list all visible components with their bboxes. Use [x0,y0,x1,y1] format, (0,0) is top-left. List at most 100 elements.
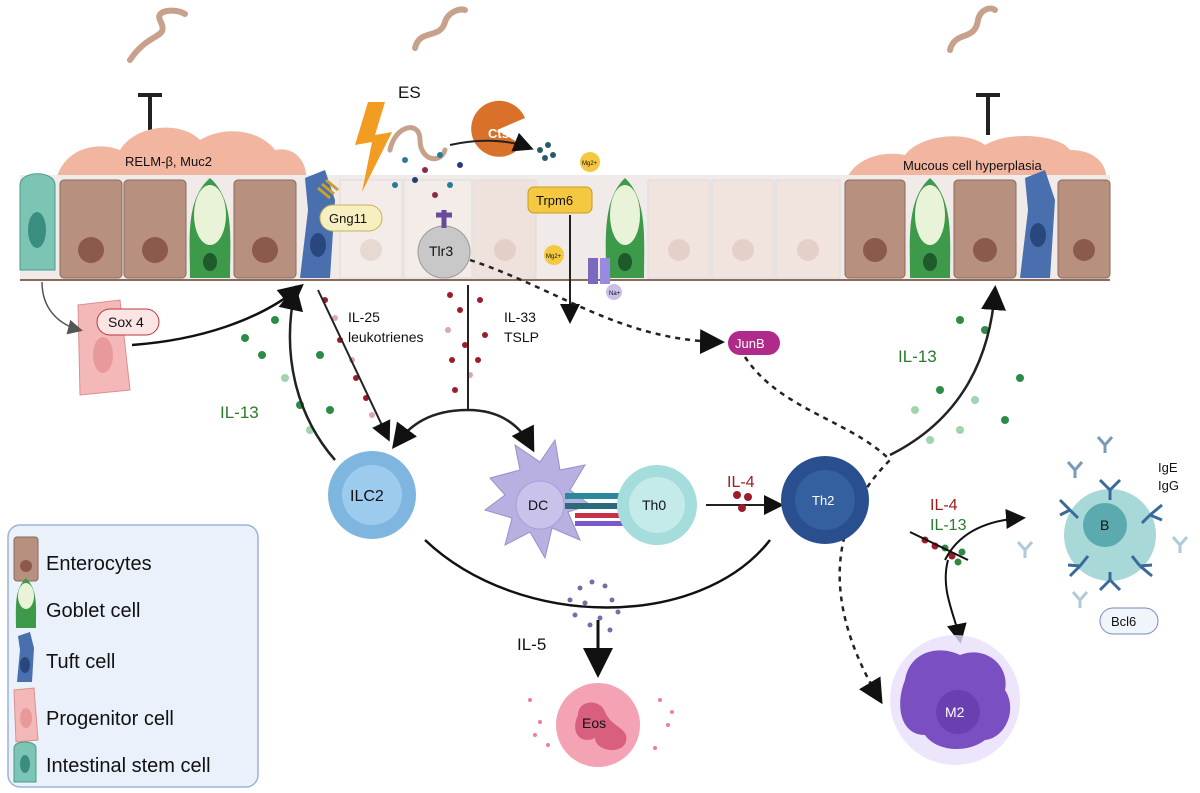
enterocyte-cell [123,179,187,279]
il13-left-label: IL-13 [220,403,259,422]
na-ion [606,284,622,300]
il13-mid-label: IL-13 [930,517,967,534]
legend-panel [7,524,259,788]
enterocyte-cell [59,179,123,279]
th2-label: Th2 [812,493,834,508]
bcl6-label-box [1099,607,1159,635]
bcl6-label: Bcl6 [1111,614,1136,629]
ilc2-th2-arc [424,539,771,609]
worm-icon [127,7,188,63]
stem-to-progenitor-arrow [41,281,83,335]
na-ion-label: Na+ [609,291,621,297]
cleaved-product [545,142,551,148]
trpm6-label: Trpm6 [536,193,573,208]
leukotrienes-label: leukotrienes [348,329,424,345]
relm-label: RELM-β, Muc2 [125,154,212,169]
worm-icon [387,125,448,162]
worm-icon [412,6,468,51]
eos-label: Eos [582,715,606,731]
il4-right-label: IL-4 [930,497,958,514]
enterocyte-cell [953,179,1017,279]
legend-label-enterocytes: Enterocytes [46,553,152,575]
ctsl-label: Ctsl [488,126,513,141]
sox4-label: Sox 4 [108,314,144,330]
mg-ion [544,245,564,265]
gng11-label-box [319,204,383,232]
m2-nucleus [936,690,980,734]
legend-label-tuft: Tuft cell [46,651,115,673]
enterocyte-cell [844,179,906,279]
il13-feedback-arrow [278,285,336,461]
igg-label: IgG [1158,478,1179,493]
il25-arrow [317,289,391,442]
lightning-icon [355,102,392,192]
b-cell-nucleus [1083,503,1127,547]
ion-channel [600,258,610,284]
ion-channel [588,258,598,284]
il5-cytokine-dots [567,579,621,633]
goblet-cell [605,178,645,278]
il33-to-ilc2-arrow [391,408,469,449]
junb-label-box [728,331,780,355]
junb-to-m2-arrow [743,356,892,705]
legend-label-progenitor: Progenitor cell [46,708,174,730]
tlr3-label: Tlr3 [429,243,453,259]
progenitor-cell-icon [13,687,39,743]
ige-label: IgE [1158,460,1178,475]
il4-mid-label: IL-4 [727,474,755,491]
to-b-cell-arrow [944,509,1026,561]
th2-nucleus [795,470,855,530]
mg-ion-label: Mg2+ [582,161,598,167]
inhibition-symbol [976,93,1000,135]
ctsl-arrow [449,132,534,152]
il25-label: IL-25 [348,309,380,325]
junb-label: JunB [735,336,765,351]
ilc2-label: ILC2 [350,488,384,505]
ilc2-nucleus [342,465,402,525]
il33-cytokine-dots [445,292,488,393]
antibody-icons [1016,436,1189,608]
enterocyte-cell-faded [711,179,775,279]
goblet-cell-icon [15,578,37,628]
il4-dots [733,491,752,512]
intestinal-stem-cell [19,173,56,271]
sox4-label-box [96,308,160,336]
gng11-receptor-icon [317,178,339,200]
il33-to-dc-arrow [467,408,535,453]
dc-label: DC [528,497,548,513]
gng11-label: Gng11 [329,211,367,226]
m2-label: M2 [945,704,965,720]
mucus-layer-left [55,127,307,185]
trpm6-label-box [527,186,593,214]
tslp-label: TSLP [504,329,539,345]
legend-label-stem: Intestinal stem cell [46,755,211,777]
il33-label: IL-33 [504,309,536,325]
tuft-cell [1020,170,1055,278]
il13-right-label: IL-13 [898,347,937,366]
goblet-cell [909,178,951,278]
worm-icon [947,5,998,53]
inhibition-symbol [138,93,162,130]
eosinophil-nucleus [575,702,627,751]
tuft-cell-icon [17,632,34,682]
enterocyte-cell [233,179,297,279]
tlr3-to-junb-arrow [469,258,725,355]
enterocyte-cell [1057,179,1111,279]
to-m2-arrow [944,559,967,644]
il13-right-dots [911,316,1024,444]
enterocyte-cell-faded [775,179,841,279]
b-cell-label: B [1100,517,1109,533]
tuft-cell [300,170,335,278]
tlr3-ligand-icon [436,210,452,228]
mg-ion-label: Mg2+ [546,254,562,260]
enterocyte-cell-faded [647,179,711,279]
goblet-cell [189,178,231,278]
th0-label: Th0 [642,497,666,513]
mg-ion [580,152,600,172]
enterocyte-icon [13,536,39,582]
eosinophil-spray [528,698,674,750]
es-label: ES [398,83,421,102]
mucous-hyperplasia-label: Mucous cell hyperplasia [903,158,1043,173]
